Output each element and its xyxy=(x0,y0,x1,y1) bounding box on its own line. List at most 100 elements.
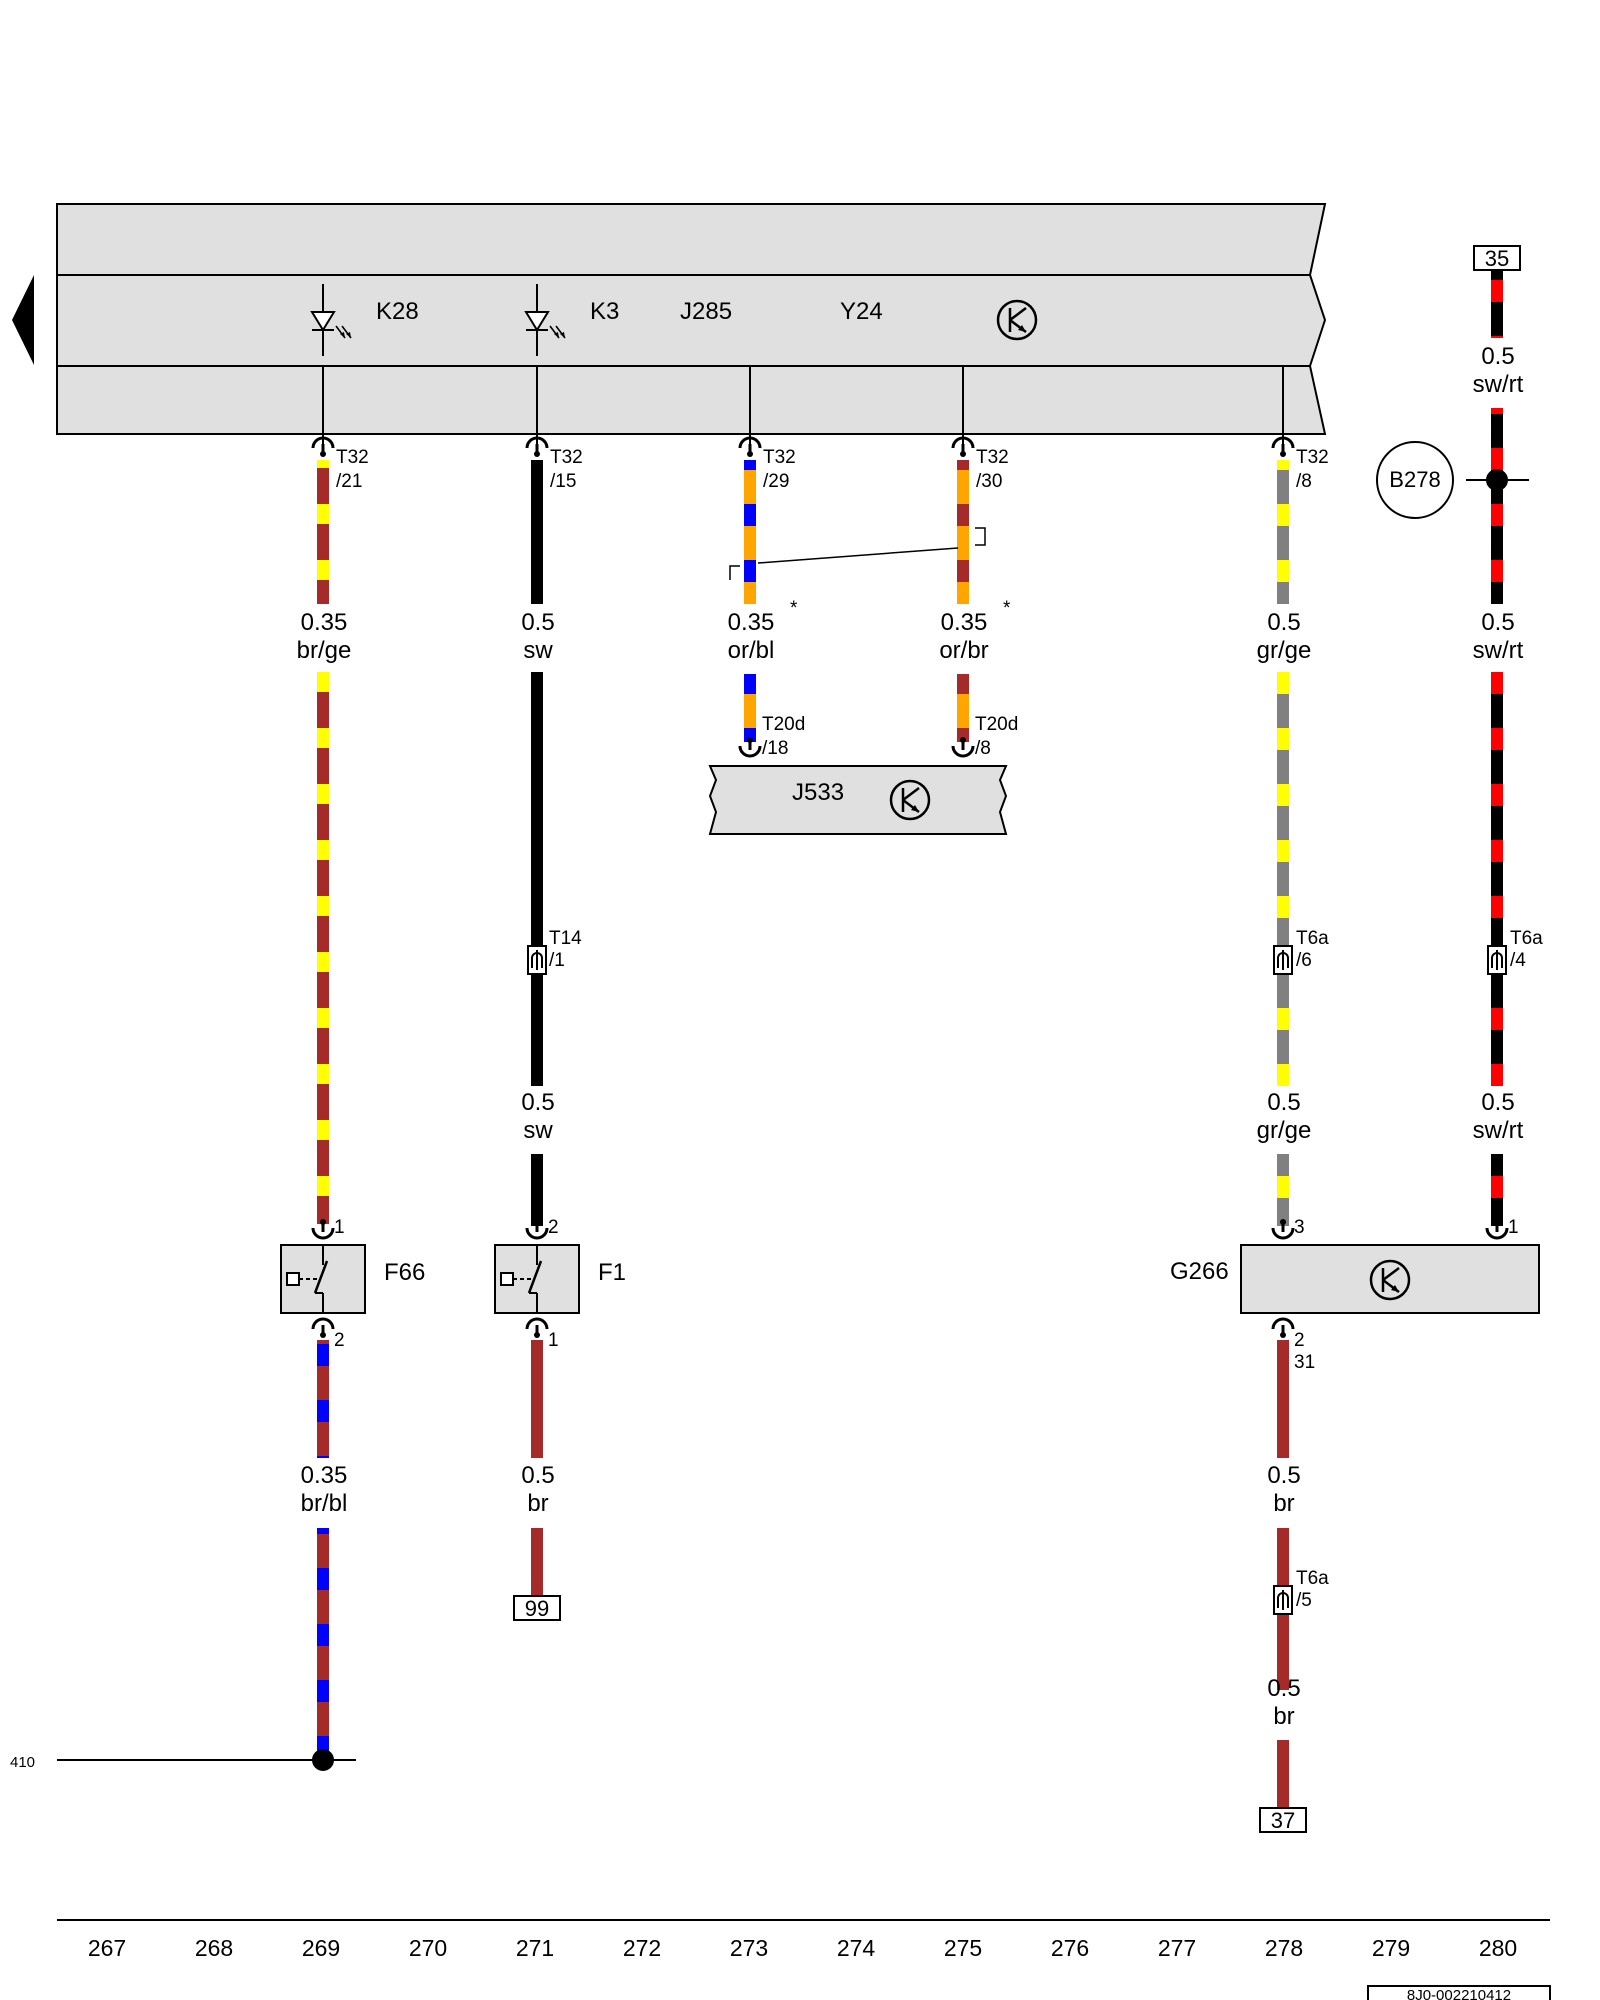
column-number: 269 xyxy=(302,1935,340,1961)
svg-text:0.35: 0.35 xyxy=(941,609,988,636)
svg-text:/30: /30 xyxy=(976,471,1002,492)
svg-text:35: 35 xyxy=(1485,246,1509,271)
svg-text:2: 2 xyxy=(334,1330,345,1351)
svg-text:1: 1 xyxy=(1508,1217,1519,1238)
svg-text:99: 99 xyxy=(525,1596,549,1621)
wire-278-lower: 2 31 0.5 br T6a /5 0.5 br 37 xyxy=(1259,1317,1329,1833)
svg-text:*: * xyxy=(790,598,798,619)
svg-text:T32: T32 xyxy=(550,447,583,468)
wire-269-upper: T32 /21 0.35 br/ge 1 xyxy=(297,436,369,1240)
svg-text:37: 37 xyxy=(1271,1808,1295,1833)
svg-text:/5: /5 xyxy=(1296,1590,1312,1611)
svg-text:br: br xyxy=(1273,1703,1294,1730)
svg-text:0.5: 0.5 xyxy=(521,609,554,636)
svg-text:0.5: 0.5 xyxy=(1267,609,1300,636)
svg-text:br: br xyxy=(1273,1490,1294,1517)
svg-text:/21: /21 xyxy=(336,471,362,492)
f1-label: F1 xyxy=(598,1259,626,1286)
column-number: 280 xyxy=(1479,1935,1517,1961)
j533-label: J533 xyxy=(792,779,844,806)
f1-switch-icon xyxy=(493,1243,581,1315)
column-number: 277 xyxy=(1158,1935,1196,1961)
column-number: 276 xyxy=(1051,1935,1089,1961)
svg-text:T6a: T6a xyxy=(1510,928,1543,949)
t14-connector-icon xyxy=(527,945,547,975)
continuation-arrow-icon xyxy=(12,275,34,365)
svg-text:T32: T32 xyxy=(1296,447,1329,468)
column-number: 279 xyxy=(1372,1935,1410,1961)
svg-text:2: 2 xyxy=(548,1217,559,1238)
svg-text:/8: /8 xyxy=(1296,471,1312,492)
svg-text:8J0-002210412: 8J0-002210412 xyxy=(1407,1987,1511,2000)
column-number: 278 xyxy=(1265,1935,1303,1961)
svg-text:1: 1 xyxy=(334,1217,345,1238)
ref-box-35 xyxy=(1473,245,1521,271)
ref-box-99 xyxy=(513,1595,561,1621)
svg-text:0.5: 0.5 xyxy=(1481,1089,1514,1116)
ref-box-37 xyxy=(1259,1807,1307,1833)
svg-text:0.5: 0.5 xyxy=(521,1462,554,1489)
b278-connection-point: B278 xyxy=(1376,441,1454,519)
svg-text:T6a: T6a xyxy=(1296,1568,1329,1589)
svg-text:T32: T32 xyxy=(763,447,796,468)
svg-text:0.5: 0.5 xyxy=(1481,343,1514,370)
svg-text:*: * xyxy=(1003,598,1011,619)
wire-278: T32 /8 0.5 gr/ge T6a /6 0.5 gr/ge 3 xyxy=(1257,436,1329,1240)
svg-text:3: 3 xyxy=(1294,1217,1305,1238)
b278-label: B278 xyxy=(1389,467,1440,492)
wire-269-lower: 2 0.35 br/bl 410 xyxy=(10,1317,356,1771)
svg-text:2: 2 xyxy=(1294,1330,1305,1351)
column-number: 275 xyxy=(944,1935,982,1961)
wire-280: 35 0.5 sw/rt 0.5 sw/rt T6a /4 0.5 sw/rt … xyxy=(1466,245,1543,1240)
svg-text:0.5: 0.5 xyxy=(521,1089,554,1116)
k28-label: K28 xyxy=(376,298,419,325)
t6a-6-connector-icon xyxy=(1273,945,1293,975)
svg-text:0.35: 0.35 xyxy=(301,609,348,636)
svg-text:T14: T14 xyxy=(549,928,582,949)
f66-switch-icon xyxy=(279,1243,367,1315)
k3-label: K3 xyxy=(590,298,619,325)
g266-label: G266 xyxy=(1170,1258,1229,1285)
svg-text:/8: /8 xyxy=(975,738,991,759)
j285-label: J285 xyxy=(680,298,732,325)
svg-text:T32: T32 xyxy=(336,447,369,468)
svg-text:gr/ge: gr/ge xyxy=(1257,637,1312,664)
svg-text:sw: sw xyxy=(523,1117,553,1144)
svg-text:/1: /1 xyxy=(549,950,565,971)
svg-text:31: 31 xyxy=(1294,1352,1315,1373)
svg-text:sw: sw xyxy=(523,637,553,664)
svg-text:T6a: T6a xyxy=(1296,928,1329,949)
ref-410: 410 xyxy=(10,1754,35,1771)
column-number: 271 xyxy=(516,1935,554,1961)
t6a-4-connector-icon xyxy=(1487,945,1507,975)
svg-text:sw/rt: sw/rt xyxy=(1473,371,1524,398)
svg-text:/15: /15 xyxy=(550,471,576,492)
j533-module: J533 xyxy=(708,765,1008,835)
svg-text:0.35: 0.35 xyxy=(301,1462,348,1489)
wire-271: T32 /15 0.5 sw T14 /1 0.5 sw 2 xyxy=(521,436,583,1240)
g266-module xyxy=(1240,1244,1540,1314)
t6a-5-connector-icon xyxy=(1273,1585,1293,1615)
svg-text:T32: T32 xyxy=(976,447,1009,468)
wire-271-lower: 1 0.5 br 99 xyxy=(513,1317,561,1621)
svg-text:/6: /6 xyxy=(1296,950,1312,971)
column-number: 267 xyxy=(88,1935,126,1961)
svg-text:or/bl: or/bl xyxy=(728,637,775,664)
svg-text:sw/rt: sw/rt xyxy=(1473,1117,1524,1144)
twisted-pair-marker xyxy=(729,527,986,580)
svg-text:0.5: 0.5 xyxy=(1481,609,1514,636)
svg-text:gr/ge: gr/ge xyxy=(1257,1117,1312,1144)
svg-text:or/br: or/br xyxy=(939,637,988,664)
column-number: 268 xyxy=(195,1935,233,1961)
wire-273: T32 /29 0.35 or/bl * T20d /18 xyxy=(728,436,805,759)
column-number: 274 xyxy=(837,1935,876,1961)
svg-text:0.5: 0.5 xyxy=(1267,1462,1300,1489)
svg-text:T20d: T20d xyxy=(975,714,1018,735)
f66-label: F66 xyxy=(384,1259,425,1286)
wire-275: T32 /30 0.35 or/br * T20d /8 xyxy=(939,436,1018,759)
y24-label: Y24 xyxy=(840,298,883,325)
svg-text:/4: /4 xyxy=(1510,950,1526,971)
svg-text:0.35: 0.35 xyxy=(728,609,775,636)
